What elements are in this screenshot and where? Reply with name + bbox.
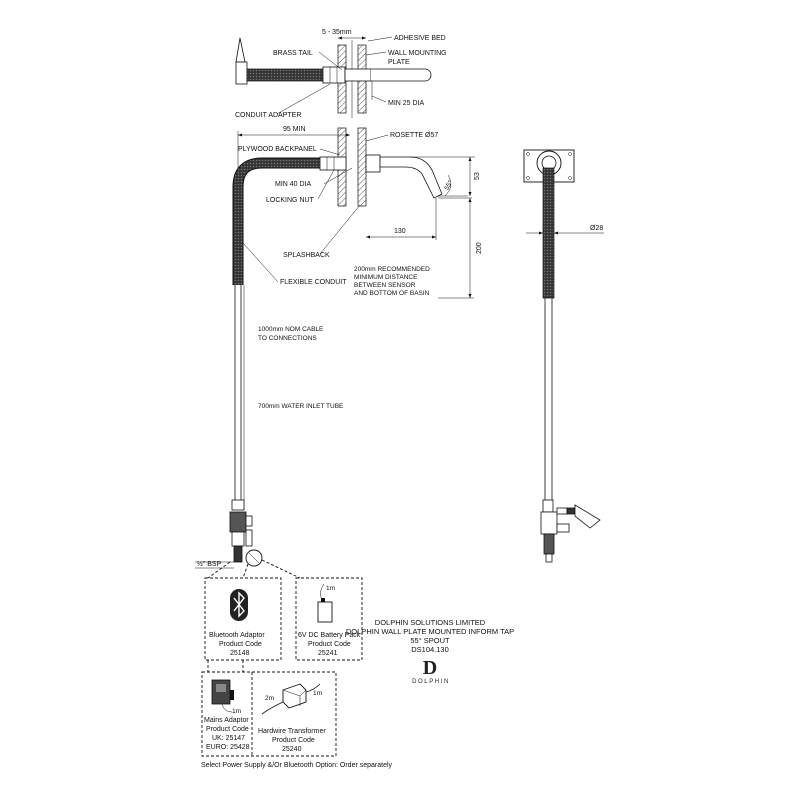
label-rosette: ROSETTE Ø57 [390,132,438,139]
bluetooth-name: Bluetooth Adaptor [209,632,265,639]
dolphin-logo-letter: D [423,657,437,679]
label-cable-2: TO CONNECTIONS [258,335,317,342]
label-flexible-conduit: FLEXIBLE CONDUIT [280,279,347,286]
conduit-adapter-upper [235,37,346,85]
battery-length: 1m [326,585,335,592]
footer-note: Select Power Supply &/Or Bluetooth Optio… [201,762,393,769]
dimension-53 [410,156,475,196]
angle-55-marker [438,174,468,197]
leaders-upper [276,36,393,115]
bluetooth-code-label: Product Code [219,641,262,648]
label-55-degrees: 55° [443,179,455,192]
brass-tail [344,68,432,82]
label-recommended-4: AND BOTTOM OF BASIN [354,290,430,297]
transformer-length-b: 1m [313,690,322,697]
title-code: DS104.130 [411,645,449,654]
label-5-35mm: 5 - 35mm [322,29,352,36]
front-view-valve [540,499,601,563]
battery-code: 25241 [318,650,338,657]
water-inlet-tube [234,285,245,510]
label-locking-nut: LOCKING NUT [266,197,315,204]
label-53: 53 [474,172,481,180]
label-splashback: SPLASHBACK [283,252,330,259]
mains-euro-code: EURO: 25428 [206,744,250,751]
label-95-min: 95 MIN [283,126,306,133]
title-company: DOLPHIN SOLUTIONS LIMITED [375,618,486,627]
battery-name: 6V DC Battery Pack [298,632,361,639]
label-recommended-3: BETWEEN SENSOR [354,282,416,289]
label-cable-1: 1000mm NOM CABLE [258,326,324,333]
leaders-main [242,134,389,283]
bluetooth-code: 25148 [230,650,250,657]
bsp-dimension [195,561,234,569]
label-plywood-backpanel: PLYWOOD BACKPANEL [238,146,317,153]
transformer-icon [261,683,321,715]
dimension-130 [366,198,437,240]
mains-plug-icon [211,679,234,713]
battery-code-label: Product Code [308,641,351,648]
label-brass-tail: BRASS TAIL [273,50,313,57]
title-spout: 55° SPOUT [410,636,450,645]
transformer-name: Hardwire Transformer [258,728,326,735]
label-recommended-2: MINIMUM DISTANCE [354,274,418,281]
solenoid-valve [229,499,253,563]
label-recommended-1: 200mm RECOMMENDED [354,266,430,273]
front-view-tube [544,298,553,500]
label-wall-mounting-1: WALL MOUNTING [388,50,447,57]
mains-uk-code: UK: 25147 [212,735,245,742]
label-conduit-adapter: CONDUIT ADAPTER [235,112,301,119]
power-supply-box [201,671,337,757]
label-28-dia: Ø28 [590,225,603,232]
mains-code-label: Product Code [206,726,249,733]
transformer-length-a: 2m [265,695,274,702]
bluetooth-adaptor-box [204,577,282,661]
label-min-25-dia: MIN 25 DIA [388,100,425,107]
label-bsp: ½" BSP [197,560,222,568]
label-water-inlet: 700mm WATER INLET TUBE [258,403,344,410]
dimension-5-35 [338,36,366,40]
dimension-28 [526,231,604,235]
label-min-40-dia: MIN 40 DIA [275,181,312,188]
front-view-conduit [542,167,555,299]
connection-dashes [207,559,301,672]
transformer-code-label: Product Code [272,737,315,744]
battery-pack-icon [317,583,333,623]
dimension-200 [438,197,474,299]
mains-name: Mains Adaptor [204,717,249,724]
dimension-95-min [237,131,350,168]
label-130: 130 [394,228,406,235]
battery-pack-box [295,577,363,661]
label-wall-mounting-2: PLATE [388,59,410,66]
mains-length: 1m [232,708,241,715]
title-block: DOLPHIN SOLUTIONS LIMITED DOLPHIN WALL P… [346,618,514,685]
label-adhesive-bed: ADHESIVE BED [394,35,446,42]
transformer-code: 25240 [282,746,302,753]
title-product: DOLPHIN WALL PLATE MOUNTED INFORM TAP [346,627,514,636]
tap-spout [319,154,443,199]
label-200: 200 [476,242,483,254]
bluetooth-icon [230,589,248,621]
dolphin-logo-word: DOLPHIN [412,679,450,685]
